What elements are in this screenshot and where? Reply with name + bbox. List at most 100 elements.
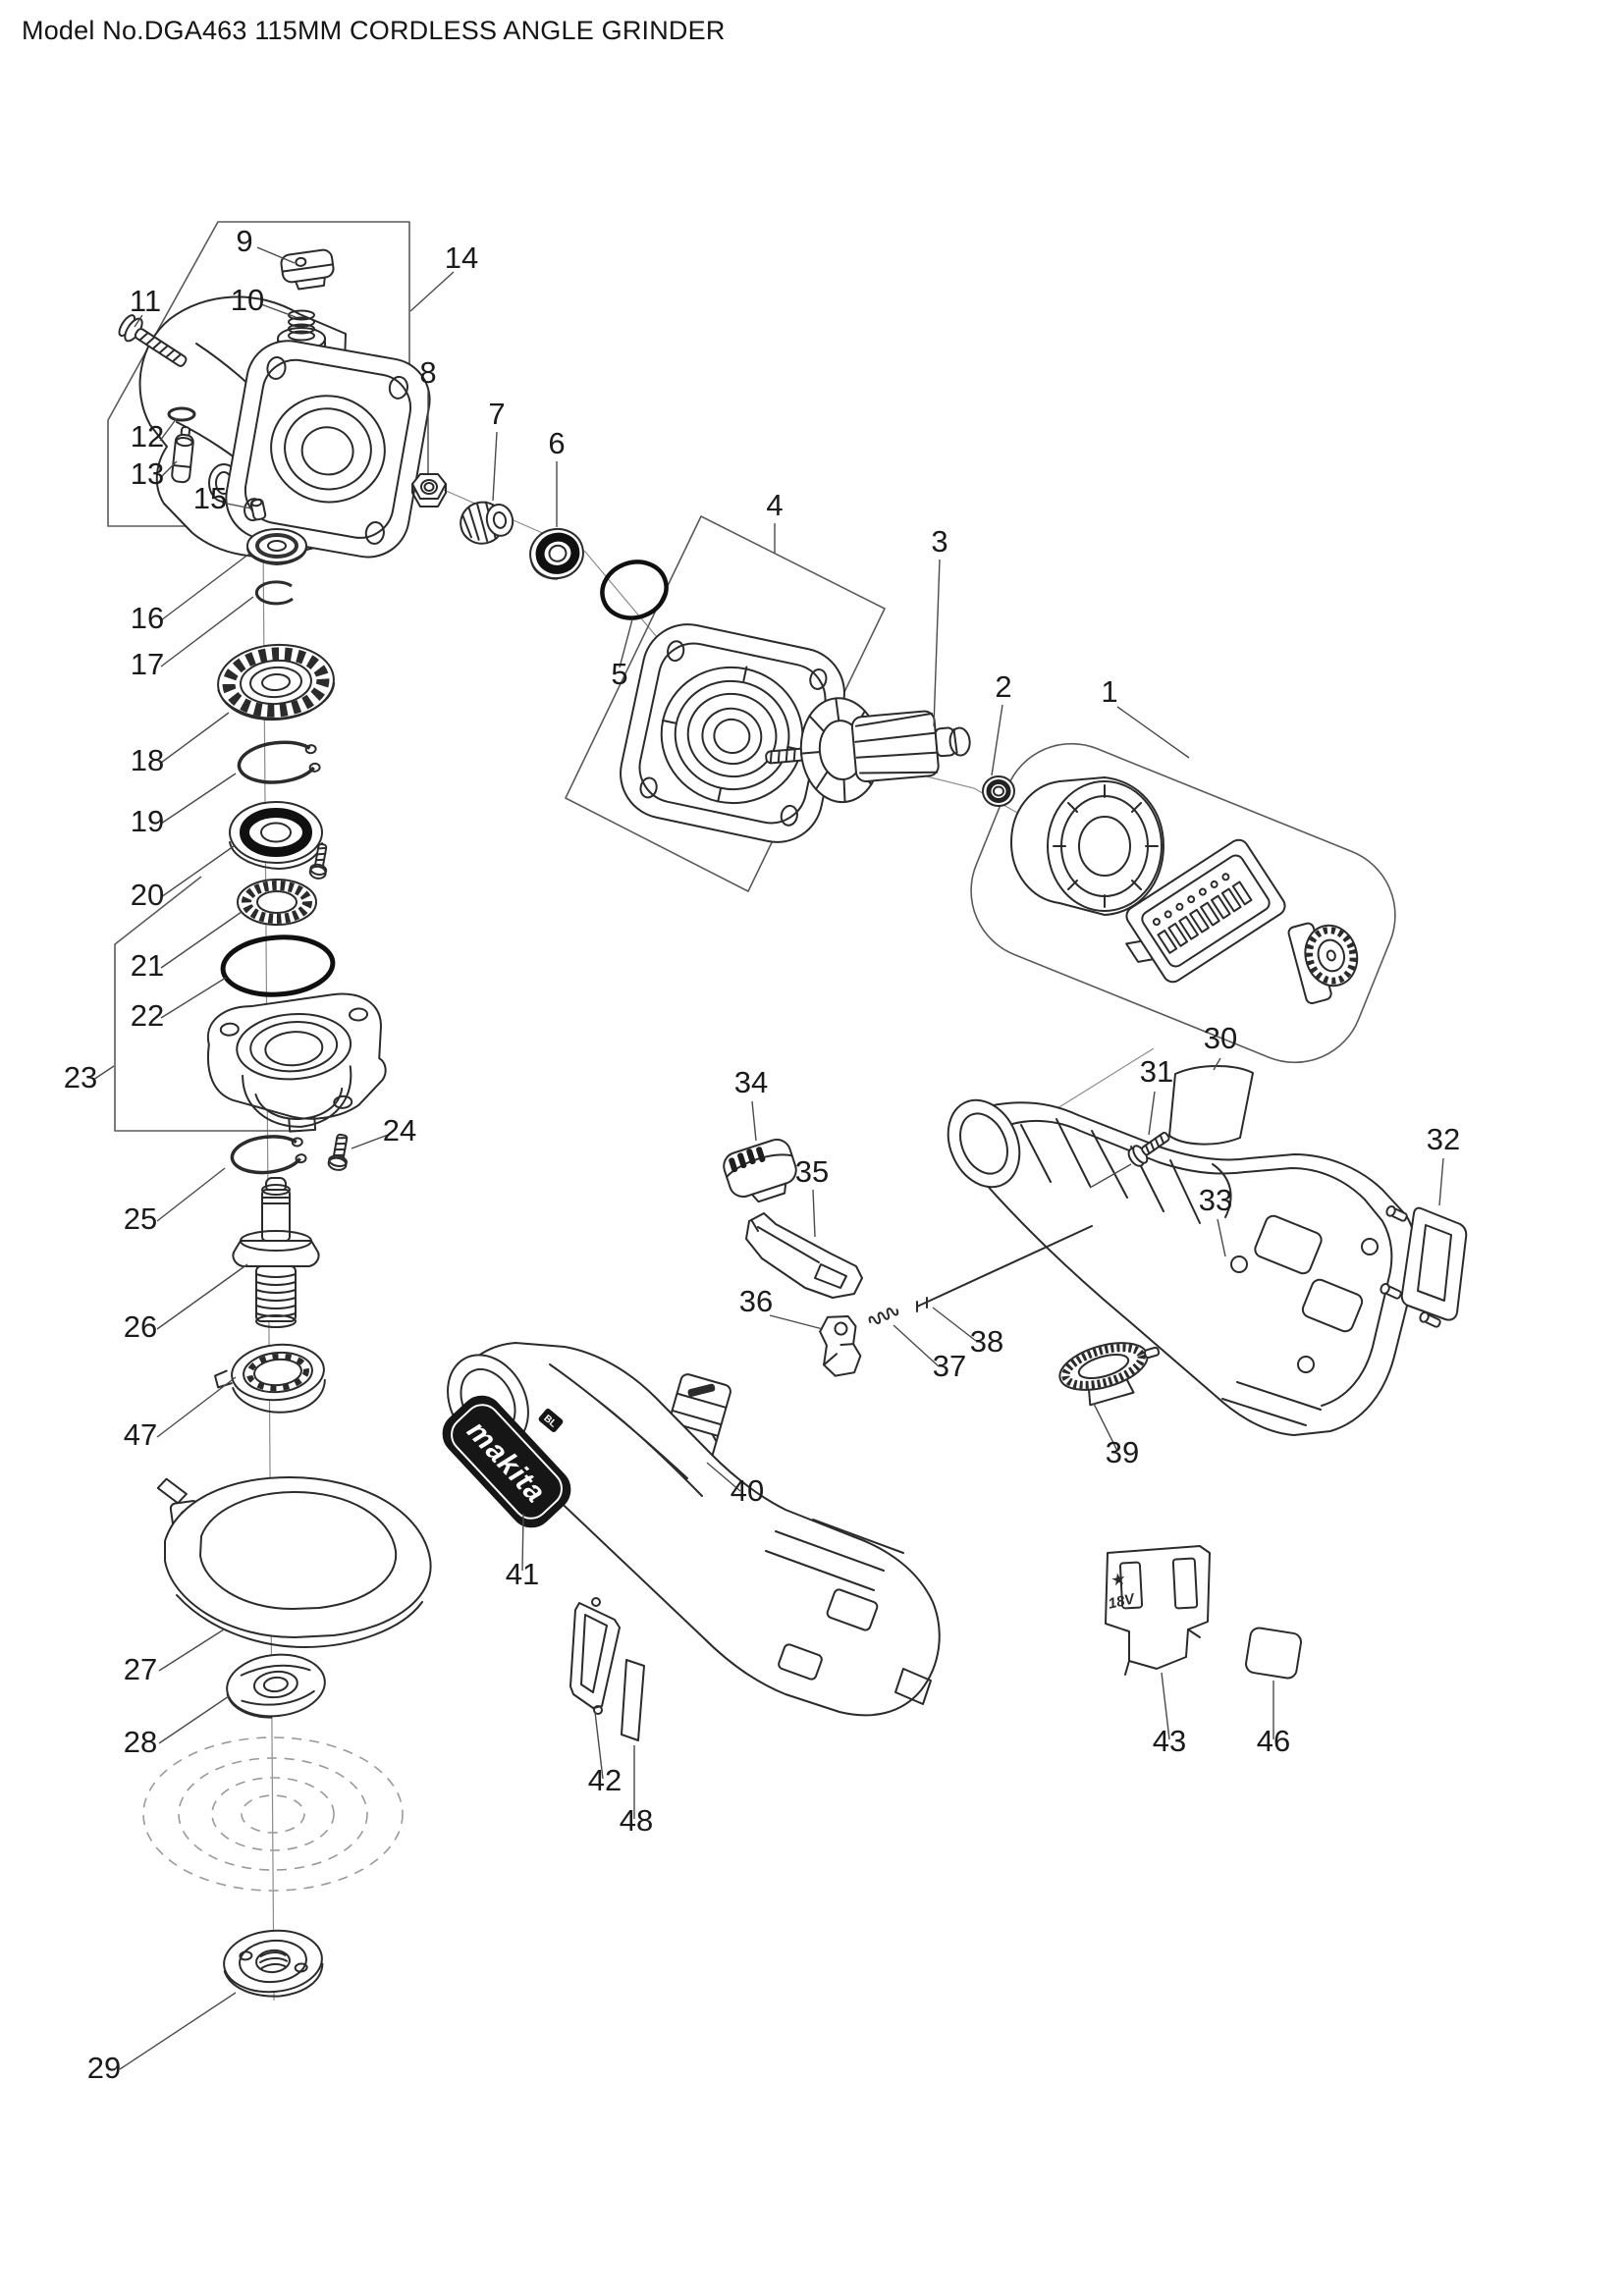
part-label-4: 4: [766, 488, 783, 522]
part-screw-24b: [327, 1133, 349, 1171]
part-label-17: 17: [131, 647, 164, 681]
part-label-20: 20: [131, 878, 164, 912]
part-pinion-gear: [460, 501, 514, 545]
part-screw-31: [1127, 1132, 1170, 1167]
part-label-31: 31: [1140, 1054, 1173, 1089]
terminal-star: ★: [1110, 1571, 1127, 1589]
part-label-2: 2: [995, 669, 1011, 704]
part-switch-lever: [745, 1212, 863, 1299]
part-o-ring-22: [220, 934, 336, 997]
part-label-11: 11: [130, 284, 161, 318]
part-bearing-6: [529, 527, 584, 580]
part-label-42: 42: [588, 1763, 622, 1797]
part-armature: [765, 697, 971, 804]
part-pin-15: [249, 498, 267, 521]
part-o-ring-12: [167, 406, 196, 422]
part-label-37: 37: [933, 1349, 966, 1383]
part-motor-housing-right: [947, 1098, 1418, 1436]
part-frame: [569, 1597, 621, 1715]
part-controller: [1125, 838, 1286, 984]
part-label-19: 19: [131, 804, 164, 838]
leader-lines: [92, 246, 1444, 2070]
part-spindle: [232, 1177, 320, 1328]
part-label-35: 35: [795, 1154, 829, 1189]
part-label-1: 1: [1101, 674, 1117, 709]
part-label-18: 18: [131, 743, 164, 777]
part-number-labels: 1234567891011121314151617181920212223242…: [64, 224, 1460, 2085]
part-label-41: 41: [506, 1557, 539, 1591]
part-label-10: 10: [231, 283, 264, 317]
part-label-40: 40: [731, 1473, 764, 1508]
group-box-4: [565, 515, 886, 892]
terminal-voltage: 18V: [1107, 1590, 1138, 1613]
part-lever-36: [819, 1314, 862, 1377]
part-label-29: 29: [87, 2051, 121, 2085]
part-label-28: 28: [124, 1725, 157, 1759]
part-cap: [280, 248, 335, 291]
part-grinding-wheel-phantom: [142, 1736, 404, 1892]
part-label-13: 13: [131, 456, 164, 491]
part-inner-flange: [226, 1653, 326, 1719]
part-clamp-ring: [214, 1343, 326, 1414]
part-label-12: 12: [131, 419, 164, 454]
part-label-47: 47: [124, 1417, 157, 1452]
part-bearing-housing: [206, 992, 387, 1133]
part-pad-46: [1245, 1627, 1302, 1680]
part-sensor: [1287, 922, 1359, 1004]
part-spring-37: [868, 1308, 899, 1324]
part-wheel-guard: [156, 1476, 432, 1648]
part-label-6: 6: [548, 426, 565, 460]
part-label-46: 46: [1257, 1724, 1290, 1758]
part-screw-11: [118, 314, 188, 367]
group-boxes: [107, 221, 1396, 1132]
part-label-3: 3: [931, 524, 947, 559]
part-name-plate: [1168, 1065, 1254, 1146]
part-label-27: 27: [124, 1652, 157, 1686]
part-washer: [982, 775, 1015, 807]
part-change-rod: [916, 1225, 1093, 1312]
part-screw-24a: [308, 843, 328, 880]
part-o-ring-5: [600, 560, 669, 620]
page-title: Model No.DGA463 115MM CORDLESS ANGLE GRI…: [22, 16, 726, 45]
part-gear-housing: [138, 295, 431, 559]
part-label-15: 15: [193, 481, 227, 515]
part-label-7: 7: [488, 397, 505, 431]
part-circlip-25: [230, 1135, 307, 1175]
part-dial: [1058, 1342, 1161, 1407]
part-label-34: 34: [734, 1065, 768, 1099]
part-stator: [1010, 776, 1164, 916]
group-box-23: [114, 876, 302, 1132]
part-switch-knob: [723, 1138, 797, 1203]
part-bracket: [1380, 1204, 1468, 1328]
part-bearing-16: [246, 528, 307, 565]
part-lock-nut: [223, 1929, 324, 1998]
part-label-36: 36: [739, 1284, 773, 1318]
part-label-9: 9: [236, 224, 252, 258]
part-pin-13: [171, 426, 194, 484]
part-label-33: 33: [1199, 1183, 1232, 1217]
part-label-25: 25: [124, 1201, 157, 1236]
part-label-24: 24: [383, 1113, 416, 1148]
part-label-14: 14: [445, 240, 478, 275]
part-bearing-box: [620, 623, 845, 843]
part-retaining-ring-19: [237, 740, 321, 784]
group-box-1: [970, 742, 1396, 1064]
part-label-5: 5: [611, 657, 627, 691]
part-hex-nut: [411, 473, 447, 507]
part-label-43: 43: [1153, 1724, 1186, 1758]
part-label-8: 8: [419, 355, 436, 390]
part-sheet-48: [621, 1659, 645, 1741]
part-label-26: 26: [124, 1309, 157, 1344]
part-motor-housing-left: makita BL: [442, 1342, 941, 1717]
part-label-22: 22: [131, 998, 164, 1033]
part-bevel-gear: [217, 643, 336, 721]
part-label-30: 30: [1204, 1021, 1237, 1055]
part-label-38: 38: [970, 1324, 1003, 1359]
part-label-23: 23: [64, 1060, 97, 1095]
part-label-48: 48: [620, 1803, 653, 1838]
part-label-32: 32: [1427, 1122, 1460, 1156]
part-label-16: 16: [131, 601, 164, 635]
part-label-21: 21: [131, 948, 164, 983]
